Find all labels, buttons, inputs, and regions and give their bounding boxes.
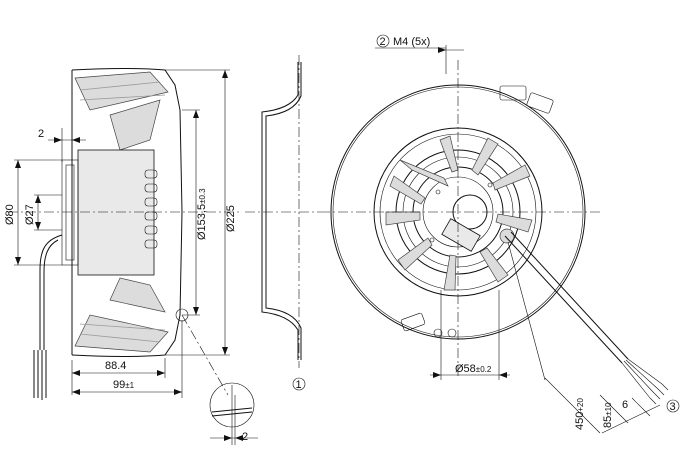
dim-80 <box>14 159 62 266</box>
dim-2-top <box>48 128 86 162</box>
callout-1-label: 1 <box>296 379 302 391</box>
cable <box>39 234 63 350</box>
ring-label-3 <box>400 312 426 332</box>
ring-label-1 <box>499 85 527 101</box>
dim-225 <box>165 69 230 356</box>
side-view: Ø153,5±0.3 Ø225 Ø80 Ø27 <box>4 68 258 445</box>
m4-label: M4 (5x) <box>393 36 430 48</box>
motor-flange <box>61 159 79 266</box>
blade-lower-1 <box>74 314 169 353</box>
dim-153 <box>182 109 200 316</box>
dim-6 <box>631 397 651 417</box>
dim-99-label: 99±1 <box>113 379 135 391</box>
dim-58-label: Ø58±0.2 <box>455 363 492 375</box>
callout-2-label: 2 <box>380 36 386 48</box>
callout-2-circle <box>376 34 390 48</box>
dim-27 <box>34 194 62 231</box>
dim-85 <box>599 394 629 424</box>
impeller-upper-profile <box>71 68 183 213</box>
cable-gland <box>499 228 515 244</box>
dim-6-label: 6 <box>622 399 628 411</box>
dim-153-label: Ø153,5±0.3 <box>196 188 208 240</box>
ring-label-2 <box>526 92 554 114</box>
front-cable <box>504 231 669 405</box>
dim-27-label: Ø27 <box>24 204 36 225</box>
impeller-lower-profile <box>71 211 183 357</box>
callout-3-label: 3 <box>670 401 676 413</box>
detail-view <box>209 382 258 445</box>
dim-88-label: 88.4 <box>105 360 126 372</box>
dim-99 <box>72 320 183 398</box>
shroud-profile: 1 <box>245 55 320 391</box>
dim-450-label: 450+20 <box>574 398 586 430</box>
blade-lower-2 <box>109 277 166 313</box>
label-plate <box>441 218 481 252</box>
ground-mark-1 <box>433 328 443 338</box>
motor-ribs <box>144 169 158 249</box>
dim-2-bottom-label: 2 <box>242 431 248 443</box>
cable-wires <box>33 350 47 400</box>
front-view: 2 M4 (5x) Ø58±0.2 450+20 85±10 <box>320 34 680 434</box>
callout-3-circle <box>666 399 680 413</box>
blade-upper-2 <box>109 99 161 151</box>
dim-2-top-label: 2 <box>38 128 44 140</box>
callout-1-circle <box>292 377 306 391</box>
blade-slots <box>385 135 533 291</box>
motor-housing <box>77 149 155 276</box>
dim-85-label: 85±10 <box>602 402 614 428</box>
dim-450 <box>507 241 661 434</box>
dim-58 <box>430 290 510 380</box>
ground-mark-2 <box>447 328 457 338</box>
dim-80-label: Ø80 <box>4 204 16 225</box>
shroud-outline <box>261 62 299 360</box>
dim-88 <box>71 358 166 395</box>
dim-225-label: Ø225 <box>225 205 237 232</box>
